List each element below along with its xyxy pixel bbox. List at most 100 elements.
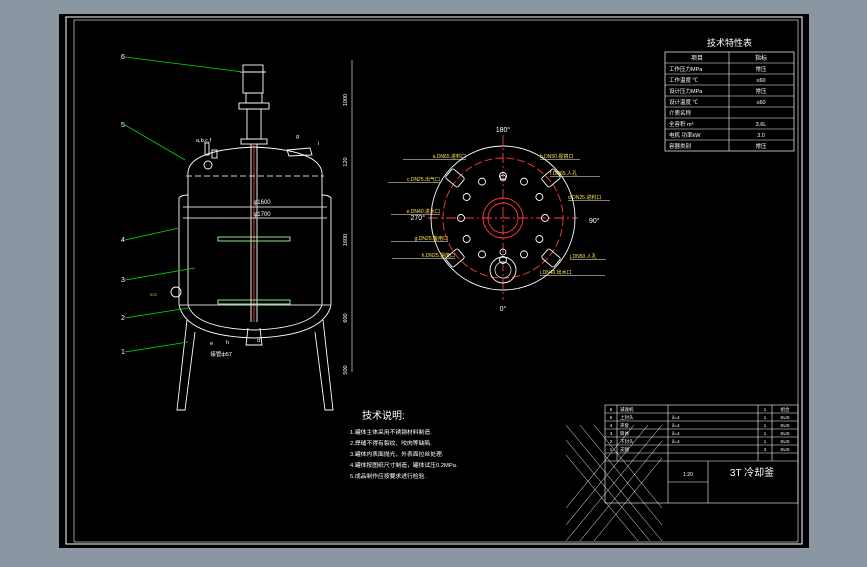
tech-table-value: 常压 [755,87,767,95]
note-item: 2.焊缝不得有裂纹、咬肉等缺陷. [350,439,432,447]
part-name: 筒体 [620,430,629,437]
tech-table-param: 设计压力MPa [669,87,703,95]
part-spec: δ=4 [672,431,680,436]
top-view-label: b.DN50.视镜口 [540,153,573,160]
part-number: 3 [610,431,613,436]
top-view-label: f.DN65.人孔 [550,170,577,177]
tech-table-value: 常压 [755,142,767,150]
top-nozzle [478,250,486,259]
tech-table-param: 介质名称 [669,109,692,117]
note-item: 3.罐体内表面抛光，外表面拉丝处理. [350,450,444,458]
manhole-outer [489,256,517,284]
part-name: 上封头 [620,414,634,421]
part-spec: δ=4 [672,415,680,420]
top-nozzle [457,214,465,222]
leader-number-1: 1 [121,349,125,356]
part-number: 1 [610,447,613,452]
bottom-nozzle-note: 接管ф57 [210,350,232,358]
part-number: 4 [610,423,613,428]
leader-number-4: 4 [121,237,125,244]
angle-label-270: 270° [411,214,426,222]
top-view-label: g.DN25.备用口 [415,235,448,242]
nozzle-label: g [296,134,299,140]
tech-table-value: 常压 [755,65,767,73]
leader-number-6: 6 [121,54,125,61]
lug-bracket [445,168,465,188]
tech-table-param: 电机 功率kW [669,131,701,139]
front-view [170,60,353,411]
part-material: SUS [780,439,789,444]
top-view-label: a.DN65.进料口 [433,153,466,160]
tech-table-value: 3.0 [757,133,765,139]
dimension-label: 1000 [343,94,349,106]
tech-table-header: 项目 [691,55,703,62]
manhole-inner [494,261,512,279]
top-nozzle [520,250,528,259]
part-number: 2 [610,439,613,444]
dimension-label: 1600 [343,234,349,246]
hatch-pattern [565,424,663,542]
nozzle-label: d [257,338,260,344]
lug-bracket [541,248,561,268]
top-nozzle [462,235,471,243]
nozzle-label: h [226,340,229,346]
diameter-inner-label: φ1600 [253,200,271,206]
tech-table-param: 容器类别 [669,142,691,150]
part-qty: 1 [764,415,767,420]
part-qty: 1 [764,407,767,412]
top-nozzle [520,177,528,186]
part-spec: δ=4 [672,423,680,428]
diameter-outer-label: φ1700 [253,212,271,218]
lug-bracket [445,248,465,268]
part-name: 下封头 [620,438,634,445]
top-view-nozzles [445,168,561,284]
top-view-label: c.DN25.出气口 [407,176,440,183]
top-view-label: e.DN40.进水口 [407,208,440,215]
tech-table-param: 全容积 m³ [669,120,694,128]
part-qty: 1 [764,423,767,428]
leader-number-5: 5 [121,122,125,129]
top-nozzle [478,177,486,186]
table-frame [664,51,795,152]
note-item: 4.罐体按图纸尺寸制造，罐体试压0.2MPa. [350,461,458,469]
note-item: 5.成品制作应按要求进行检验. [350,472,426,480]
angle-label-180: 180° [496,126,511,134]
part-material: SUS [780,431,789,436]
technical-notes: 技术说明: 1.罐体主体采用不锈钢材料制造. 2.焊缝不得有裂纹、咬肉等缺陷. 3.罐… [350,409,458,480]
tech-table-value: 3.6L [756,122,767,128]
leader-number-3: 3 [121,277,125,284]
top-nozzle [462,193,471,201]
lug-bracket [541,168,561,188]
top-nozzle [499,256,507,264]
part-material: SUS [780,447,789,452]
tech-table-value: ≤60 [756,78,765,84]
dimension-label: 500 [343,365,349,374]
drawing-canvas [59,14,809,548]
top-nozzle [499,248,507,256]
inner-frame [73,19,799,543]
tech-table-header: 指标 [755,54,767,62]
tech-table-param: 工作压力MPa [669,65,703,73]
angle-label-0: 0° [500,305,507,313]
part-qty: 1 [764,431,767,436]
note-item: 1.罐体主体采用不锈钢材料制造. [350,428,432,436]
front-view-leader-lines [124,56,244,353]
part-name: 减速机 [620,406,634,413]
top-head-outline [430,145,576,291]
part-number: 6 [610,407,613,412]
part-name: 支腿 [620,446,629,453]
top-view [428,135,578,300]
top-view-label: d.DN25.进料口 [568,194,601,201]
top-nozzle [499,174,507,182]
top-nozzle [535,193,544,201]
part-qty: 3 [764,447,767,452]
part-name: 夹套 [620,422,629,429]
part-number: 5 [610,415,613,420]
tech-table-param: 工作温度 ℃ [669,76,699,84]
part-spec: δ=4 [672,439,680,444]
part-material: SUS [780,423,789,428]
notes-title: 技术说明: [362,409,405,422]
top-nozzle [535,235,544,243]
